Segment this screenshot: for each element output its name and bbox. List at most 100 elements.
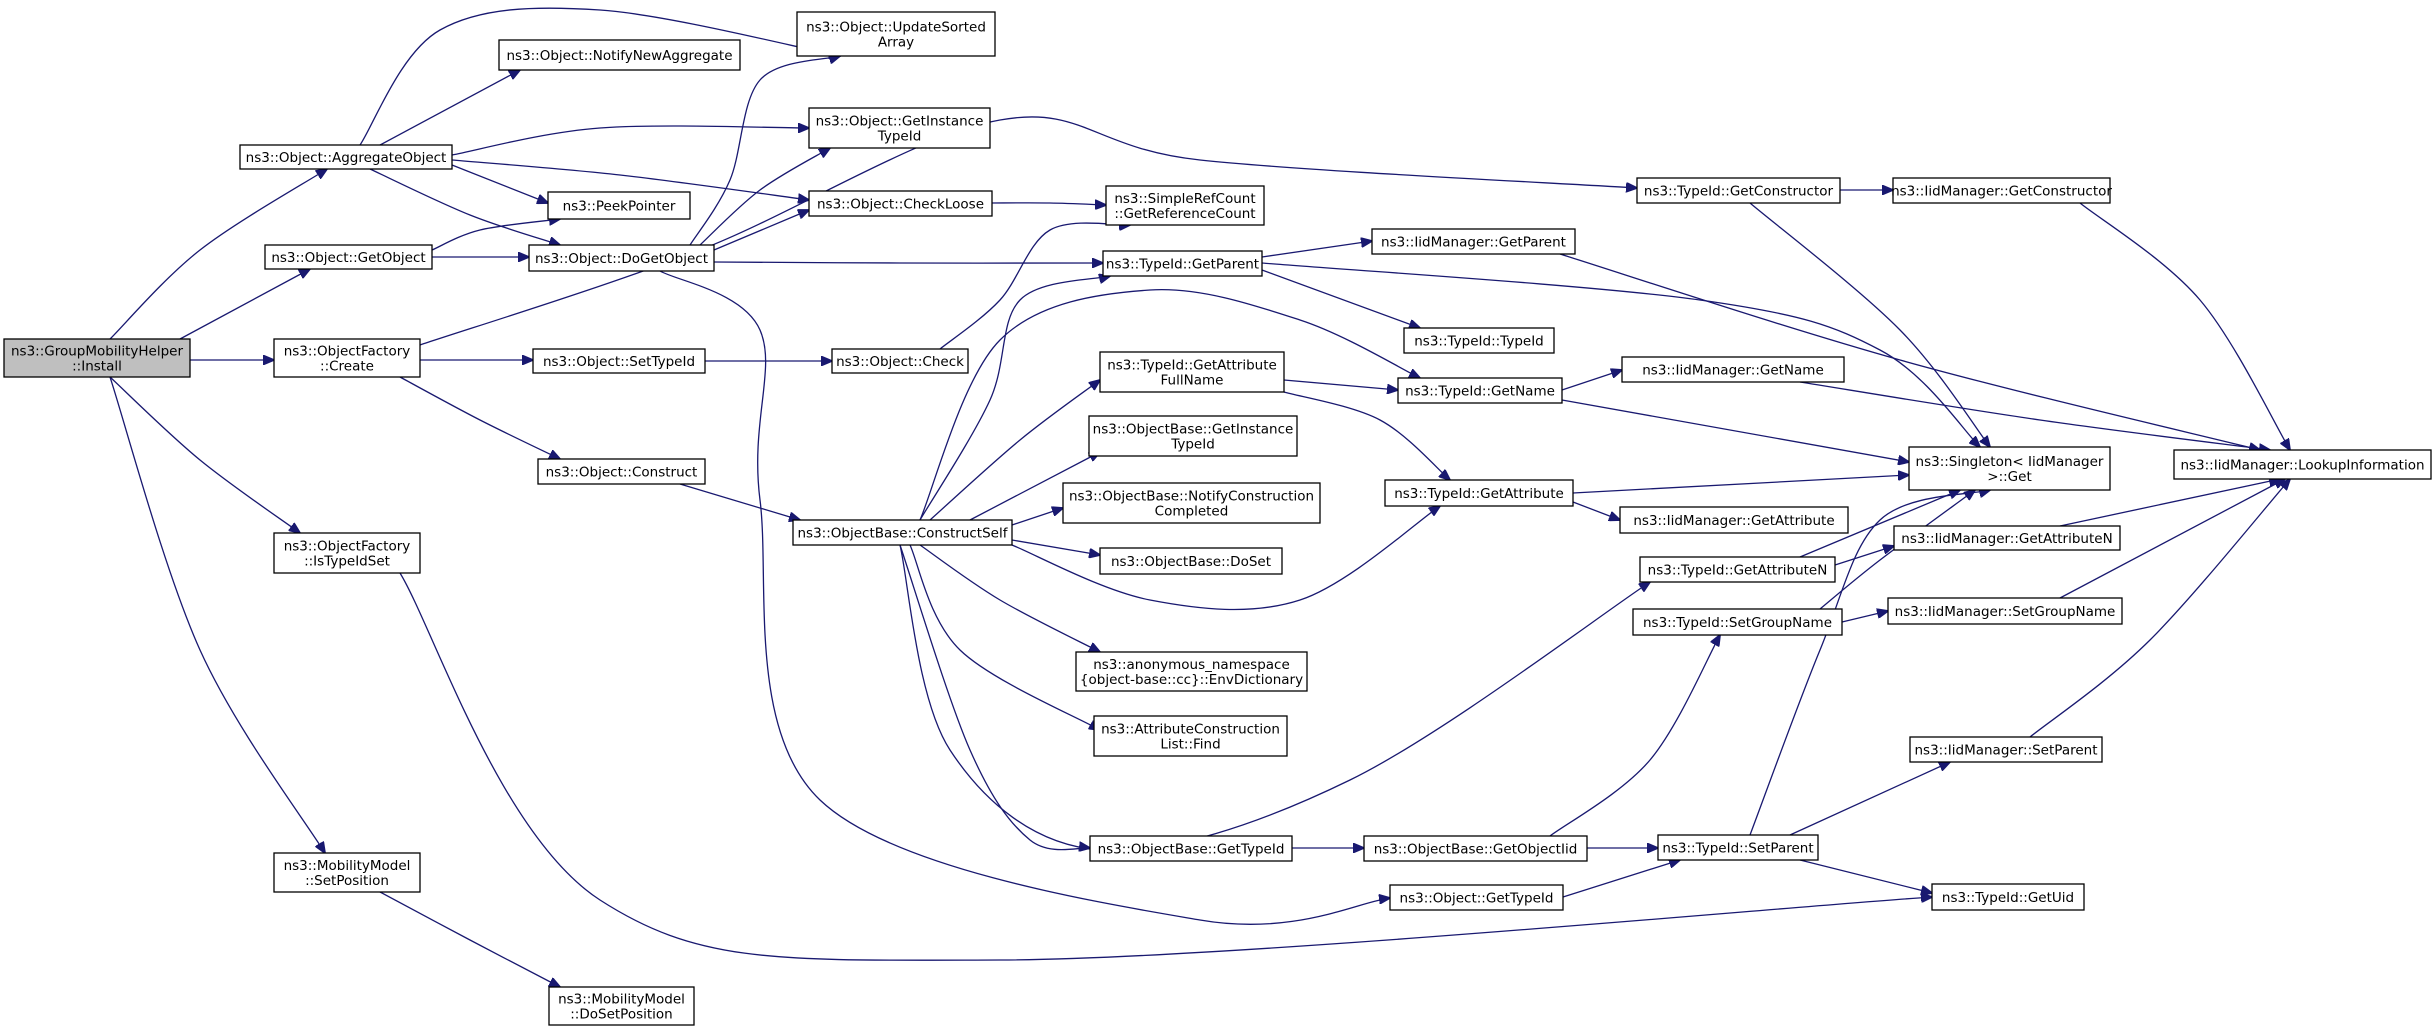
function-node-iid-lookupinfo[interactable]: ns3::IidManager::LookupInformation [2173,449,2432,480]
node-label-line: ns3::IidManager::SetGroupName [1895,604,2116,620]
node-box [808,190,993,217]
function-node-of-create[interactable]: ns3::ObjectFactory::Create [273,338,421,378]
function-node-iid-getname[interactable]: ns3::IidManager::GetName [1621,356,1845,383]
node-label-line: ::Create [320,359,374,375]
function-node-mm-setposition[interactable]: ns3::MobilityModel::SetPosition [273,852,421,893]
call-edge-ob-constructself-to-anon-envdict [919,544,1100,652]
function-node-ob-notifyconstruction[interactable]: ns3::ObjectBase::NotifyConstructionCompl… [1062,482,1321,524]
node-label-line: ns3::GroupMobilityHelper [11,344,183,360]
call-edges [109,7,2290,987]
function-node-tid-setparent[interactable]: ns3::TypeId::SetParent [1657,834,1819,861]
call-edge-tid-getattributen-to-singleton-get [1799,490,1960,558]
function-node-obj-checkloose[interactable]: ns3::Object::CheckLoose [808,190,993,217]
node-box [1908,446,2111,491]
function-node-obj-gettypeid[interactable]: ns3::Object::GetTypeId [1389,884,1564,911]
call-edge-tid-getconstructor-to-singleton-get [1749,202,1990,447]
node-label-line: ns3::Object::GetInstance [816,114,984,130]
call-edge-tid-setparent-to-tid-getuid [1799,859,1932,893]
node-box [1062,482,1321,524]
function-node-iid-setgroupname[interactable]: ns3::IidManager::SetGroupName [1887,597,2123,625]
node-box [1075,651,1308,692]
call-edge-obj-getobject-to-peekpointer [431,219,560,251]
function-node-iid-setparent[interactable]: ns3::IidManager::SetParent [1909,736,2103,763]
function-node-of-istypeidset[interactable]: ns3::ObjectFactory::IsTypeIdSet [273,532,421,574]
call-edge-obj-aggregate-to-peekpointer [451,164,548,203]
function-node-obj-getobject[interactable]: ns3::Object::GetObject [264,244,433,270]
node-label-line: ns3::ObjectBase::GetInstance [1093,422,1294,438]
function-node-obj-construct[interactable]: ns3::Object::Construct [537,458,706,485]
node-box [1621,356,1845,383]
node-box [1403,327,1555,354]
node-label-line: ns3::ObjectBase::GetTypeId [1098,842,1285,858]
call-edge-of-create-to-tid-getconstructor [419,116,1637,346]
function-node-anon-envdict[interactable]: ns3::anonymous_namespace{object-base::cc… [1075,651,1308,692]
function-node-ob-constructself[interactable]: ns3::ObjectBase::ConstructSelf [792,519,1013,546]
function-node-iid-getparent[interactable]: ns3::IidManager::GetParent [1371,228,1576,255]
node-label-line: ns3::Singleton< IidManager [1916,454,2104,470]
node-label-line: ns3::Object::CheckLoose [817,197,984,213]
call-edge-iid-getparent-to-iid-lookupinfo [1559,253,2260,450]
function-node-srf-getrefcount[interactable]: ns3::SimpleRefCount::GetReferenceCount [1105,185,1265,226]
node-label-line: ns3::Object::Construct [546,465,698,481]
call-edge-tid-setgroupname-to-singleton-get [1819,490,1975,610]
call-edge-obj-aggregate-to-obj-updatesorted [359,7,840,146]
function-node-tid-setgroupname[interactable]: ns3::TypeId::SetGroupName [1632,608,1843,636]
node-label-line: ns3::MobilityModel [558,992,685,1008]
function-node-obj-notifynewagg[interactable]: ns3::Object::NotifyNewAggregate [498,39,741,71]
function-node-mm-dosetposition[interactable]: ns3::MobilityModel::DoSetPosition [548,986,695,1026]
function-node-obj-aggregate[interactable]: ns3::Object::AggregateObject [239,144,453,170]
function-node-iid-getconstructor[interactable]: ns3::IidManager::GetConstructor [1891,177,2112,204]
call-edge-of-istypeidset-to-tid-getuid [399,572,1932,961]
node-box [528,244,715,272]
call-edge-ob-constructself-to-ob-doset [1011,539,1100,555]
function-node-ob-getobjectiid[interactable]: ns3::ObjectBase::GetObjectIid [1363,835,1588,862]
function-node-tid-getuid[interactable]: ns3::TypeId::GetUid [1931,883,2085,911]
node-label-line: ns3::Object::Check [836,354,964,370]
node-label-line: ns3::TypeId::GetConstructor [1644,184,1834,200]
node-box [537,458,706,485]
call-edge-obj-dogetobject-to-obj-updatesorted [689,56,840,246]
node-label-line: ns3::Object::SetTypeId [543,354,695,370]
node-box [792,519,1013,546]
function-node-tid-getattribute[interactable]: ns3::TypeId::GetAttribute [1384,479,1574,507]
node-label-line: ns3::TypeId::GetAttributeN [1648,563,1828,579]
function-node-singleton-get[interactable]: ns3::Singleton< IidManager >::Get [1908,446,2111,491]
function-node-iid-getattribute[interactable]: ns3::IidManager::GetAttribute [1619,506,1849,534]
node-label-line: ns3::Object::NotifyNewAggregate [506,48,732,64]
function-node-tid-getname[interactable]: ns3::TypeId::GetName [1397,377,1563,404]
function-node-obj-settypeid[interactable]: ns3::Object::SetTypeId [532,348,706,374]
function-node-ob-doset[interactable]: ns3::ObjectBase::DoSet [1099,547,1283,575]
call-edge-iid-getname-to-iid-lookupinfo [1799,381,2270,450]
node-box [1887,597,2123,625]
function-node-obj-check[interactable]: ns3::Object::Check [831,348,969,374]
node-label-line: Array [878,35,914,51]
function-node-ob-gettypeid[interactable]: ns3::ObjectBase::GetTypeId [1089,835,1293,862]
call-edge-ob-constructself-to-tid-getattributen [899,544,1650,852]
node-box [1931,883,2085,911]
function-node-tid-getparent[interactable]: ns3::TypeId::GetParent [1102,250,1263,277]
node-box [1099,351,1285,393]
function-node-gmh-install[interactable]: ns3::GroupMobilityHelper::Install [3,338,191,378]
node-box [1893,525,2121,551]
function-node-iid-getattributen[interactable]: ns3::IidManager::GetAttributeN [1893,525,2121,551]
node-label-line: ns3::anonymous_namespace [1093,657,1290,673]
node-box [548,986,695,1026]
node-label-line: ns3::TypeId::TypeId [1414,334,1544,350]
call-edge-obj-gettypeid-to-tid-setparent [1562,860,1680,898]
function-node-tid-typeid[interactable]: ns3::TypeId::TypeId [1403,327,1555,354]
node-box [1088,415,1298,457]
function-node-tid-getconstructor[interactable]: ns3::TypeId::GetConstructor [1636,177,1841,204]
call-edge-tid-getname-to-iid-getname [1561,370,1622,391]
node-box [1639,556,1836,583]
node-box [498,39,741,71]
function-node-tid-getattributen[interactable]: ns3::TypeId::GetAttributeN [1639,556,1836,583]
call-edge-obj-checkloose-to-srf-getrefcount [991,203,1106,205]
node-box [1632,608,1843,636]
function-node-obj-dogetobject[interactable]: ns3::Object::DoGetObject [528,244,715,272]
function-node-peekpointer[interactable]: ns3::PeekPointer [547,191,691,220]
